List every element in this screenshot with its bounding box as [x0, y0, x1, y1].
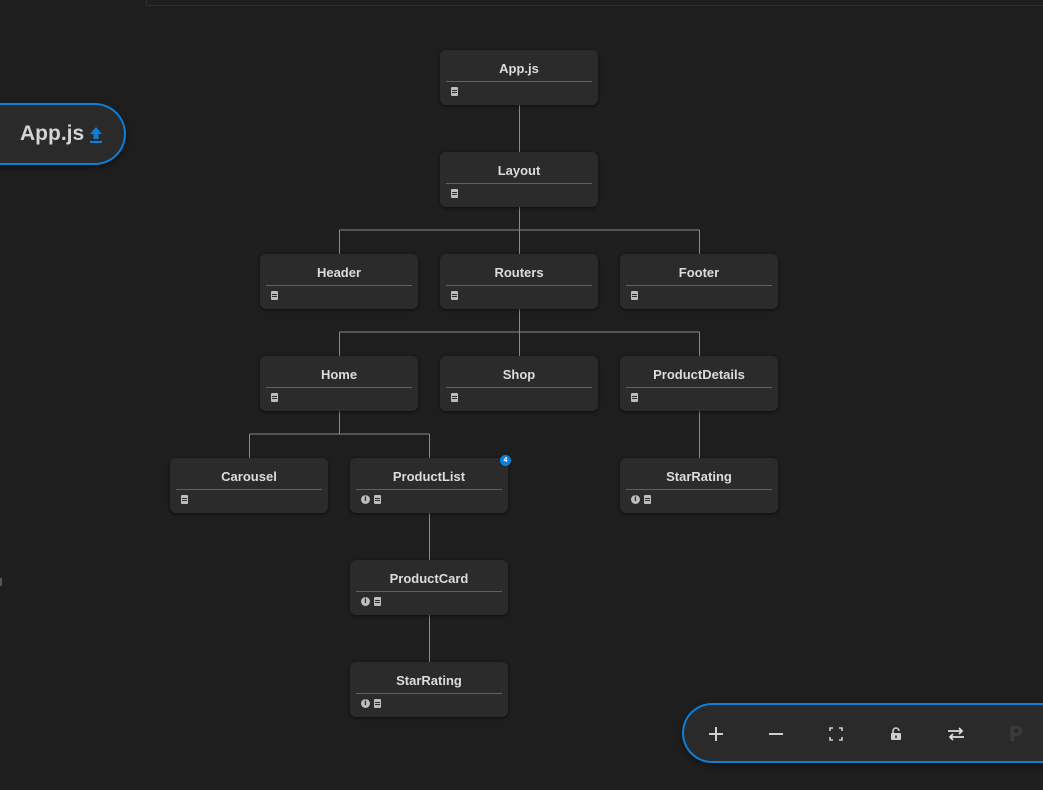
file-icon[interactable] [271, 291, 278, 300]
info-icon[interactable]: i [361, 495, 370, 504]
node-app-js[interactable]: App.js [440, 50, 598, 105]
node-routers[interactable]: Routers [440, 254, 598, 309]
node-title: App.js [446, 59, 592, 82]
file-icon[interactable] [271, 393, 278, 402]
node-title: StarRating [626, 467, 772, 490]
file-icon[interactable] [374, 495, 381, 504]
minus-icon [769, 733, 783, 735]
unlock-icon [891, 727, 901, 740]
node-title: Routers [446, 263, 592, 286]
node-starrating[interactable]: StarRating i [350, 662, 508, 717]
file-icon[interactable] [451, 291, 458, 300]
root-file-label: App.js [20, 122, 85, 145]
top-panel-edge [146, 0, 1043, 6]
swap-direction-button[interactable] [941, 719, 971, 749]
node-title: StarRating [356, 671, 502, 694]
file-icon[interactable] [451, 393, 458, 402]
file-icon[interactable] [631, 291, 638, 300]
file-icon[interactable] [451, 87, 458, 96]
file-icon[interactable] [374, 699, 381, 708]
node-home[interactable]: Home [260, 356, 418, 411]
node-title: Carousel [176, 467, 322, 490]
node-title: ProductList [356, 467, 502, 490]
node-productcard[interactable]: ProductCard i [350, 560, 508, 615]
node-title: Home [266, 365, 412, 388]
node-title: Footer [626, 263, 772, 286]
node-title: Shop [446, 365, 592, 388]
node-header[interactable]: Header [260, 254, 418, 309]
node-productlist[interactable]: 4 ProductList i [350, 455, 511, 513]
root-file-pill[interactable]: App.js [0, 103, 126, 165]
node-starrating[interactable]: StarRating i [620, 458, 778, 513]
p-button[interactable]: P [1001, 719, 1031, 749]
info-icon[interactable]: i [361, 597, 370, 606]
graph-controls-toolbar: P [682, 703, 1043, 763]
panel-resize-marker [0, 578, 2, 586]
info-icon[interactable]: i [631, 495, 640, 504]
node-carousel[interactable]: Carousel [170, 458, 328, 513]
node-layout[interactable]: Layout [440, 152, 598, 207]
fit-view-icon [829, 727, 843, 741]
file-icon[interactable] [631, 393, 638, 402]
upload-icon[interactable] [89, 126, 103, 143]
node-title: ProductCard [356, 569, 502, 592]
node-title: Header [266, 263, 412, 286]
node-shop[interactable]: Shop [440, 356, 598, 411]
file-icon[interactable] [181, 495, 188, 504]
swap-arrows-icon [948, 727, 964, 741]
file-icon[interactable] [451, 189, 458, 198]
zoom-in-button[interactable] [701, 719, 731, 749]
fit-view-button[interactable] [821, 719, 851, 749]
props-count-badge: 4 [500, 455, 511, 466]
node-title: ProductDetails [626, 365, 772, 388]
zoom-out-button[interactable] [761, 719, 791, 749]
node-footer[interactable]: Footer [620, 254, 778, 309]
plus-icon [709, 727, 723, 741]
file-icon[interactable] [644, 495, 651, 504]
p-label: P [1008, 722, 1024, 746]
lock-button[interactable] [881, 719, 911, 749]
node-title: Layout [446, 161, 592, 184]
node-productdetails[interactable]: ProductDetails [620, 356, 778, 411]
info-icon[interactable]: i [361, 699, 370, 708]
file-icon[interactable] [374, 597, 381, 606]
